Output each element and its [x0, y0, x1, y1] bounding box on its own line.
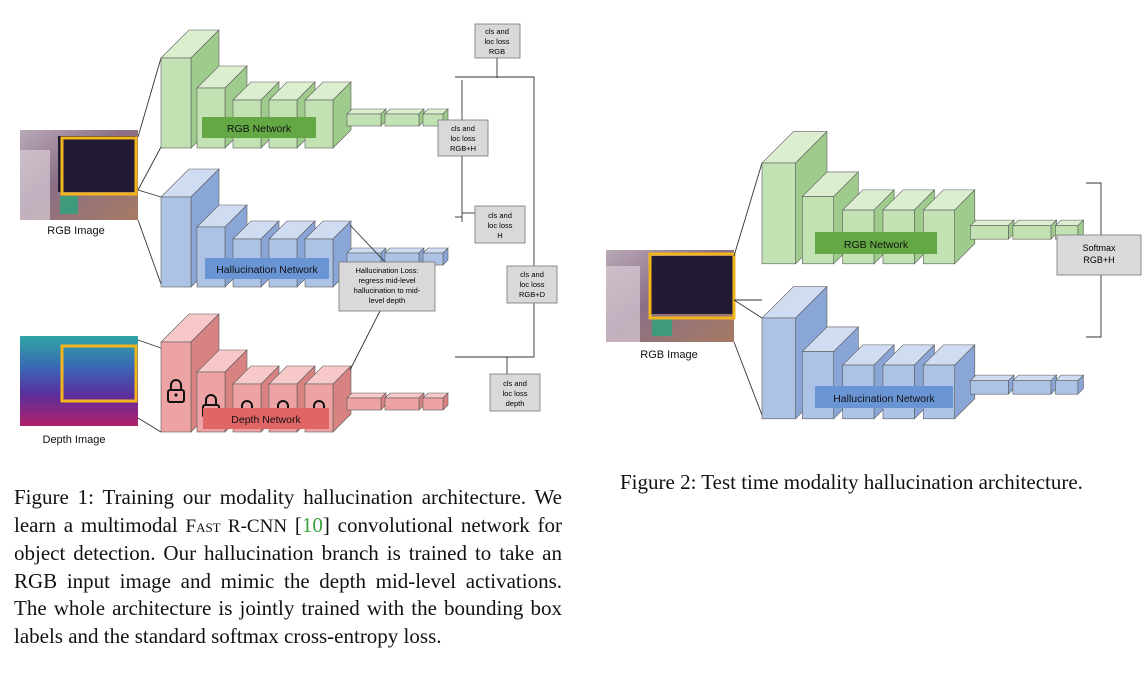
lock-icon [167, 379, 185, 403]
loss-text: RGB+H [450, 144, 476, 153]
fc-layer [969, 219, 1015, 240]
loss-text: cls and [503, 379, 527, 388]
depth-image-label: Depth Image [43, 434, 106, 446]
loss-box-depth: cls and loc loss depth [489, 373, 541, 412]
rgb-image-label: RGB Image [47, 225, 104, 237]
depth-network-label-bg [203, 408, 329, 429]
loss-text: loc loss [484, 37, 509, 46]
hallucination-network-label: Hallucination Network [216, 264, 318, 276]
loss-text: Hallucination Loss: [356, 266, 419, 275]
loss-text: loc loss [487, 221, 512, 230]
loss-text: depth [506, 399, 525, 408]
loss-text: hallucination to mid- [354, 286, 421, 295]
loss-text: regress mid-level [358, 276, 415, 285]
caption-text: ] convolutional network for object detec… [14, 512, 562, 648]
rgb-image-label-fig2: RGB Image [640, 349, 697, 361]
loss-box-h: cls and loc loss H [474, 205, 526, 244]
rgb-network-label: RGB Network [227, 123, 292, 135]
loss-text: RGB [489, 47, 505, 56]
rgb-network-label-fig2: RGB Network [844, 239, 909, 251]
fc-layer [346, 108, 387, 127]
detection-box [60, 136, 138, 196]
loss-box-rgb-h: cls and loc loss RGB+H [437, 119, 489, 157]
figure-2: RGB Image RGB Network Hallucination Netw… [606, 130, 1142, 420]
loss-box-rgb-d: cls and loc loss RGB+D [506, 265, 558, 304]
conv-layer [304, 81, 352, 149]
input-fan-lines [137, 57, 162, 433]
fc-layer [1012, 219, 1058, 240]
loss-text: cls and [520, 270, 544, 279]
figure-1-caption: Figure 1: Training our modality hallucin… [14, 484, 562, 650]
softmax-text: Softmax [1082, 243, 1116, 253]
softmax-box: Softmax RGB+H [1056, 234, 1142, 276]
detection-box [60, 344, 138, 403]
loss-text: level depth [369, 296, 405, 305]
figure-1: RGB Image Depth Image RGB Network Halluc… [20, 23, 558, 446]
hallucination-network-label-bg-fig2 [815, 386, 953, 408]
loss-text: loc loss [519, 280, 544, 289]
loss-text: loc loss [502, 389, 527, 398]
loss-text: cls and [451, 124, 475, 133]
loss-box-rgb: cls and loc loss RGB [474, 23, 521, 59]
fc-layer [969, 374, 1015, 395]
loss-text: RGB+D [519, 290, 546, 299]
loss-text: cls and [485, 27, 509, 36]
hallucination-network-label-bg [205, 258, 329, 279]
detection-box [648, 252, 736, 320]
rgb-network-label-bg-fig2 [815, 232, 937, 254]
fc-layer [346, 392, 387, 411]
softmax-connector-lines [1086, 182, 1102, 338]
rgb-network-label-bg [202, 117, 316, 138]
fc-layer [384, 392, 425, 411]
hallucination-loss-box: Hallucination Loss: regress mid-level ha… [338, 261, 436, 312]
figure-2-caption: Figure 2: Test time modality hallucinati… [620, 470, 1083, 494]
hallucination-network-label-fig2: Hallucination Network [833, 393, 935, 405]
method-name: Fast R-CNN [185, 515, 288, 537]
depth-input-image [20, 336, 138, 426]
citation-link[interactable]: 10 [301, 512, 323, 537]
fc-layer [1054, 374, 1085, 395]
caption-text: [ [287, 512, 302, 537]
fc-layer [384, 108, 425, 127]
loss-text: H [497, 231, 502, 240]
fc-layer [1012, 374, 1058, 395]
softmax-text: RGB+H [1083, 255, 1114, 265]
rgb-input-image [20, 130, 138, 220]
depth-network-label: Depth Network [231, 414, 301, 426]
rgb-input-image-fig2 [606, 250, 736, 342]
fc-layer [422, 392, 449, 411]
input-fan-lines-fig2 [733, 162, 763, 416]
caption-text: Figure 1: Training our modality hallucin… [14, 485, 562, 537]
loss-text: cls and [488, 211, 512, 220]
loss-text: loc loss [450, 134, 475, 143]
